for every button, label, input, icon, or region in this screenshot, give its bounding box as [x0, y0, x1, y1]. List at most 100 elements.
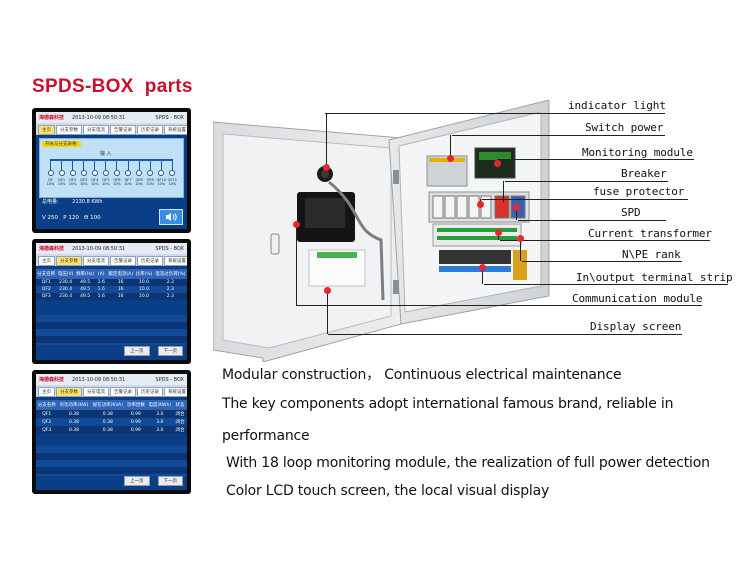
callout-underline [498, 159, 694, 160]
callout-underline [500, 240, 710, 241]
table-cell: 230.4 [56, 293, 75, 300]
lcd-status-bar: 海德森科技 2013-10-09 08:50:31 SPDS - BOX [36, 243, 187, 254]
callout-label: Communication module [572, 292, 703, 305]
lcd-screen: 海德森科技 2013-10-09 08:50:31 SPDS - BOX 主页 … [36, 374, 187, 490]
table-cell: QF2 [36, 418, 58, 426]
breaker-switch-icon [69, 170, 76, 176]
lcd-tab-bar: 主页 分支参数 分支电流 告警记录 历史记录 系统设置 [36, 385, 187, 397]
table-cell: 10.0 [134, 286, 154, 293]
branch-percent: 10% [79, 182, 88, 186]
callout-leader [516, 207, 517, 220]
branch-name: QF5 [102, 178, 110, 182]
table-cell: 0.38 [90, 410, 126, 418]
callout-leader [520, 238, 521, 261]
table-cell: 3.0 [146, 426, 174, 434]
table-cell: 49.5 [74, 293, 96, 300]
lcd-tab-home[interactable]: 主页 [38, 256, 55, 266]
branch-name: QF3 [80, 178, 88, 182]
branch-percent: 10% [157, 182, 166, 186]
branch-name: QF4 [91, 178, 99, 182]
lcd-tab-settings[interactable]: 系统设置 [164, 256, 187, 266]
feature-line-2: The key components adopt international f… [222, 396, 674, 412]
lcd-tab-branch-current[interactable]: 分支电流 [83, 387, 109, 397]
lcd-tab-settings[interactable]: 系统设置 [164, 125, 187, 135]
lcd-tab-alarms[interactable]: 告警记录 [110, 256, 136, 266]
lcd-tab-alarms[interactable]: 告警记录 [110, 387, 136, 397]
table-header-row: 分支名称 有功功率(KW) 视在功率(KVA) 功率因数 电度(KWh) 状态 [36, 400, 187, 410]
branch-name: QF2 [69, 178, 77, 182]
lcd-readout: V 250 P 120 Θ 100 [42, 215, 101, 221]
callout-underline [522, 261, 682, 262]
table-cell: QF1 [36, 410, 58, 418]
next-page-button[interactable]: 下一页 [157, 476, 183, 486]
table-cell: 0.99 [125, 410, 147, 418]
callout-underline [325, 113, 665, 114]
table-cell: 2.3 [153, 286, 187, 293]
branch-name: QF [48, 178, 53, 182]
callout-label: In\output terminal strip [576, 271, 733, 284]
breaker-switch-icon [125, 170, 132, 176]
table-cell: 230.4 [56, 286, 75, 293]
lcd-empty-rows [36, 315, 187, 345]
callout-dot-icon [513, 204, 520, 211]
breaker-switch-icon [91, 170, 98, 176]
cabinet-photo [212, 99, 563, 363]
lcd-screen: 海德森科技 2013-10-09 08:50:31 SPDS - BOX 主页 … [36, 243, 187, 360]
table-cell: QF1 [36, 279, 57, 286]
lcd-tab-branch-current[interactable]: 分支电流 [83, 256, 109, 266]
prev-page-button[interactable]: 上一页 [124, 476, 150, 486]
callout-underline [482, 199, 688, 200]
lcd-input-label: 输 入 [100, 151, 112, 157]
lcd-tab-settings[interactable]: 系统设置 [164, 387, 187, 397]
table-cell: 3.0 [146, 410, 174, 418]
lcd-tab-home[interactable]: 主页 [38, 387, 55, 397]
lcd-tab-history[interactable]: 历史记录 [137, 125, 163, 135]
lcd-tab-branch-params[interactable]: 分支参数 [56, 387, 82, 397]
table-cell: 0.38 [57, 418, 91, 426]
lcd-tab-history[interactable]: 历史记录 [137, 256, 163, 266]
lcd-model: SPDS - BOX [155, 114, 184, 121]
table-cell: 闭合 [173, 418, 187, 426]
table-cell: QF2 [36, 286, 57, 293]
callout-leader [450, 135, 451, 158]
branch-percent: 10% [57, 182, 66, 186]
lcd-tab-history[interactable]: 历史记录 [137, 387, 163, 397]
lcd-tab-branch-params[interactable]: 分支参数 [56, 256, 82, 266]
lcd-energy-value: 2130.8 KWh [72, 199, 103, 205]
table-cell: 1.6 [95, 279, 107, 286]
lcd-tab-home[interactable]: 主页 [38, 125, 55, 135]
callout-underline [296, 305, 702, 306]
table-cell: 闭合 [173, 426, 187, 434]
feature-line-1: Modular construction， Continuous electri… [222, 367, 622, 383]
table-cell: 16 [107, 293, 135, 300]
callout-leader [296, 224, 297, 305]
branch-percent: 10% [91, 182, 99, 186]
lcd-brand: 海德森科技 [39, 246, 65, 252]
col-header: 有功功率(KW) [57, 400, 91, 410]
breaker-switch-icon [158, 170, 165, 176]
next-page-button[interactable]: 下一页 [157, 346, 183, 356]
col-header: 频率(Hz) [74, 269, 96, 279]
callout-dot-icon [495, 229, 502, 236]
lcd-tab-alarms[interactable]: 告警记录 [110, 125, 136, 135]
callout-label: Display screen [590, 320, 682, 333]
lcd-status-bar: 海德森科技 2013-10-09 08:50:31 SPDS - BOX [36, 374, 187, 385]
prev-page-button[interactable]: 上一页 [124, 346, 150, 356]
speaker-icon[interactable] [159, 209, 183, 225]
lcd-tab-branch-params[interactable]: 分支参数 [56, 125, 82, 135]
callout-label: N\PE rank [622, 248, 681, 261]
callout-dot-icon [477, 201, 484, 208]
branch-name: QF6 [113, 178, 121, 182]
breaker-switch-icon [169, 170, 176, 176]
cabinet-illustration [212, 99, 550, 363]
lcd-tab-branch-current[interactable]: 分支电流 [83, 125, 109, 135]
